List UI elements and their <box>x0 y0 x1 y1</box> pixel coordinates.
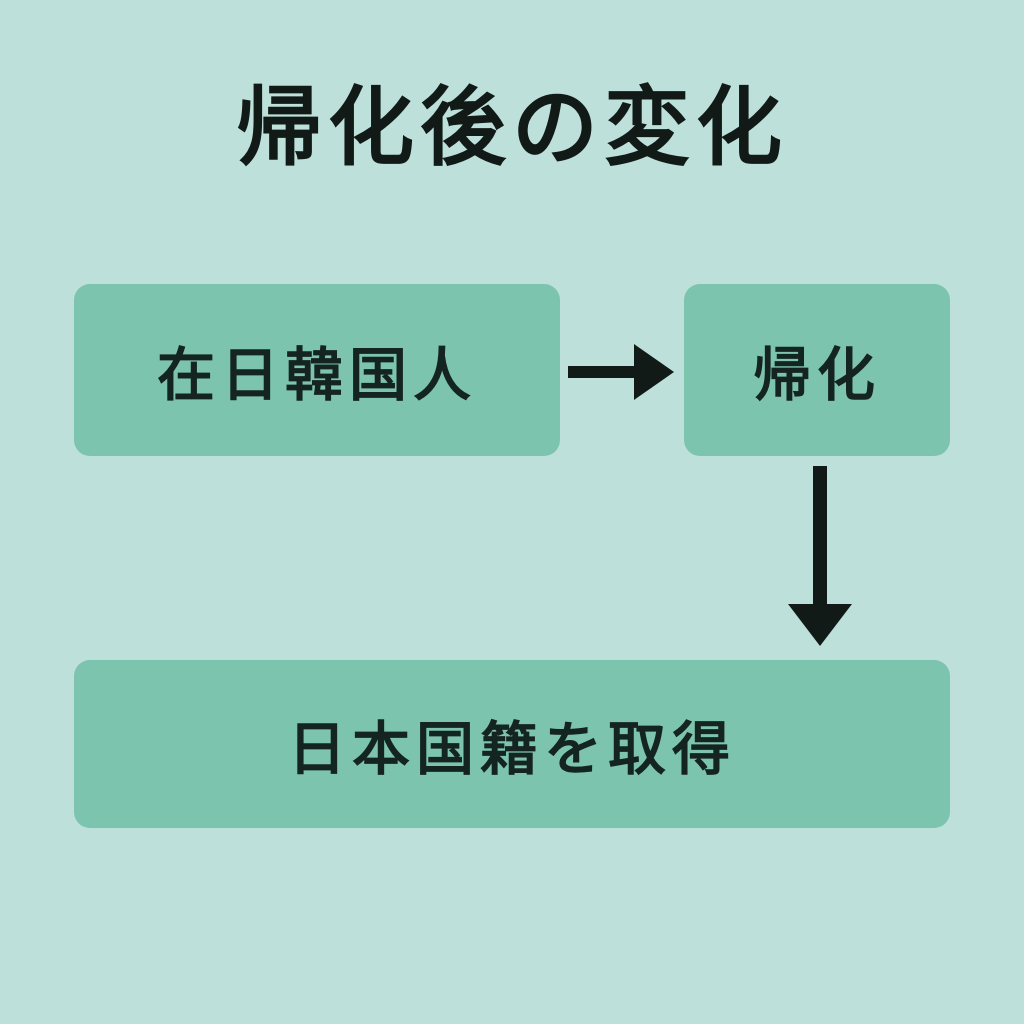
node-zainichi-korean: 在日韓国人 <box>74 284 560 456</box>
node-naturalization: 帰化 <box>684 284 950 456</box>
arrow-down-icon <box>788 466 852 646</box>
arrow-down-shaft <box>813 466 827 608</box>
arrow-right-shaft <box>568 366 638 378</box>
node-japanese-nationality-label: 日本国籍を取得 <box>287 715 736 783</box>
node-naturalization-label: 帰化 <box>752 341 881 409</box>
node-japanese-nationality: 日本国籍を取得 <box>74 660 950 828</box>
node-zainichi-korean-label: 在日韓国人 <box>156 341 477 409</box>
arrow-right-head <box>634 344 674 400</box>
arrow-right-icon <box>568 344 674 400</box>
arrow-down-head <box>788 604 852 646</box>
diagram-title: 帰化後の変化 <box>236 78 788 178</box>
